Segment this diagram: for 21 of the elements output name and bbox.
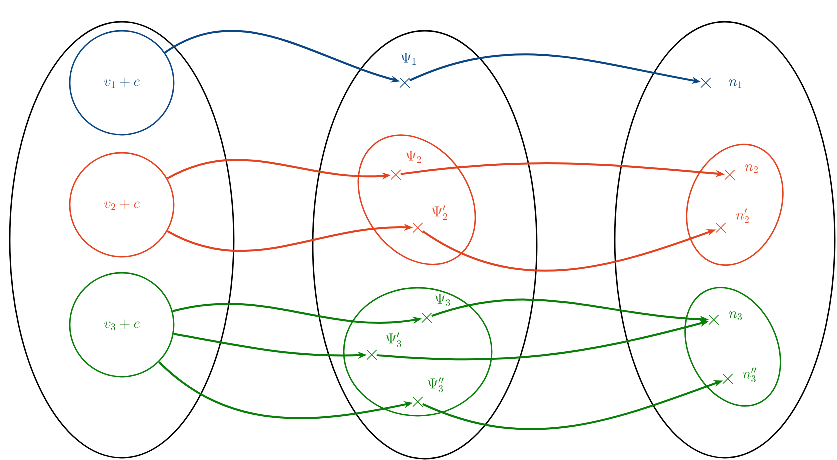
ellipse-outline: [614, 21, 836, 459]
point-label: $n_1$: [729, 80, 742, 88]
ellipse-outline: [686, 144, 784, 266]
point-label: $\Psi_3'$: [386, 332, 402, 348]
point-label: $n_2$: [745, 164, 758, 174]
circle-node: $v_1 + c$: [69, 30, 175, 136]
point-label: $\Psi_2'$: [432, 206, 448, 220]
ellipse-outline: [343, 287, 493, 417]
point-label: $n_3$: [729, 312, 742, 320]
point-label: $\Psi_3$: [436, 294, 450, 306]
point-label: $\Psi_1$: [402, 53, 416, 65]
circle-node: $v_2 + c$: [69, 152, 175, 258]
point-label: $n_2'$: [736, 208, 749, 224]
ellipse-outline: [9, 21, 235, 459]
point-label: $\Psi_3''$: [428, 378, 444, 392]
ellipse-outline: [684, 287, 782, 407]
ellipse-outline: [358, 134, 476, 266]
point-label: $\Psi_2$: [406, 151, 422, 163]
point-label: $n_3''$: [743, 368, 757, 382]
circle-node: $v_3 + c$: [69, 272, 175, 378]
ellipse-outline: [312, 30, 538, 460]
